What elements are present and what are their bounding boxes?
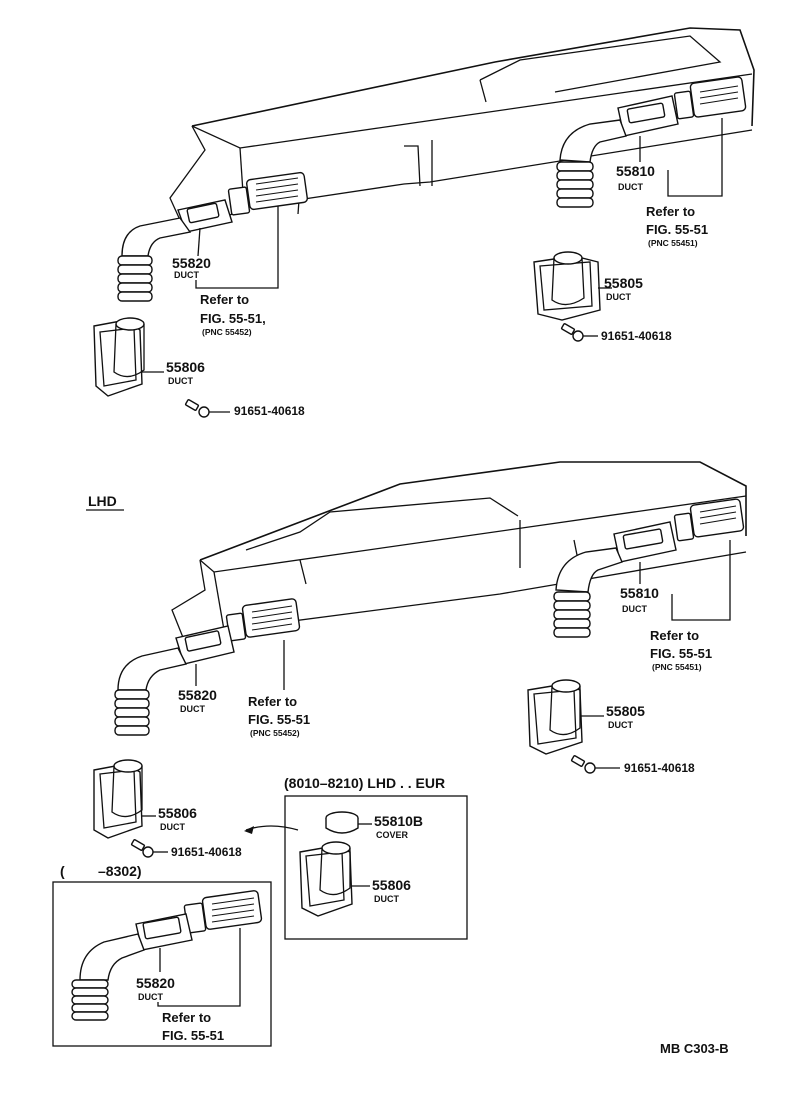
lhd-label: LHD xyxy=(88,493,117,509)
lhd-right-lower-duct-55805 xyxy=(527,679,583,755)
lhd-right-ref-line2: FIG. 55-51 xyxy=(650,646,712,661)
lhd-right-bolt-icon xyxy=(570,755,596,774)
top-right-lower-duct-number: 55805 xyxy=(604,275,643,291)
lhd-left-bolt-number: 91651-40618 xyxy=(171,845,242,859)
top-right-duct-55810 xyxy=(556,95,679,208)
early-box-title-range: –8302) xyxy=(98,863,142,879)
top-right-bolt-icon xyxy=(560,323,584,342)
top-left-bolt-icon xyxy=(184,399,210,418)
diagram-code: MB C303-B xyxy=(660,1041,729,1056)
top-left-lower-duct-55806 xyxy=(93,317,145,397)
early-vent xyxy=(183,890,263,934)
eur-cover-number: 55810B xyxy=(374,813,423,829)
top-left-duct-55820 xyxy=(117,199,233,302)
top-left-ref-pnc: (PNC 55452) xyxy=(202,327,252,337)
lhd-right-duct-name: DUCT xyxy=(622,604,647,614)
lhd-left-vent xyxy=(225,598,301,642)
top-right-ref-line1: Refer to xyxy=(646,204,695,219)
bracket-top-left xyxy=(195,206,279,289)
top-left-duct-number: 55820 xyxy=(172,255,211,271)
lhd-right-ref-line1: Refer to xyxy=(650,628,699,643)
top-right-duct-number: 55810 xyxy=(616,163,655,179)
early-duct-55820 xyxy=(71,913,193,1021)
top-left-ref-line1: Refer to xyxy=(200,292,249,307)
lhd-left-lower-duct-55806 xyxy=(93,759,143,839)
top-left-bolt-number: 91651-40618 xyxy=(234,404,305,418)
lhd-left-ref-line1: Refer to xyxy=(248,694,297,709)
eur-arrow-head-icon xyxy=(244,826,254,834)
eur-cover-55810b xyxy=(325,811,359,834)
top-right-vent xyxy=(673,76,747,120)
eur-duct-55806 xyxy=(299,841,353,917)
top-left-vent xyxy=(227,171,308,216)
lhd-right-bolt-number: 91651-40618 xyxy=(624,761,695,775)
bracket-lhd-right xyxy=(671,540,731,621)
lhd-dashboard xyxy=(171,461,747,641)
early-ref-line1: Refer to xyxy=(162,1010,211,1025)
early-ref-line2: FIG. 55-51 xyxy=(162,1028,224,1043)
lhd-left-ref-pnc: (PNC 55452) xyxy=(250,728,300,738)
top-right-ref-line2: FIG. 55-51 xyxy=(646,222,708,237)
top-right-duct-name: DUCT xyxy=(618,182,643,192)
lhd-right-lower-duct-number: 55805 xyxy=(606,703,645,719)
lhd-left-ref-line2: FIG. 55-51 xyxy=(248,712,310,727)
eur-box xyxy=(284,795,468,940)
bracket-early xyxy=(157,928,241,1007)
top-left-ref-line2: FIG. 55-51, xyxy=(200,311,266,326)
early-box-title-open: ( xyxy=(60,863,65,879)
top-left-lower-duct-number: 55806 xyxy=(166,359,205,375)
lhd-left-bolt-icon xyxy=(130,839,154,858)
early-duct-name: DUCT xyxy=(138,992,163,1002)
top-left-duct-name: DUCT xyxy=(174,270,199,280)
top-right-lower-duct-55805 xyxy=(533,251,601,321)
early-duct-number: 55820 xyxy=(136,975,175,991)
lhd-right-duct-55810 xyxy=(553,521,677,638)
eur-duct-name: DUCT xyxy=(374,894,399,904)
early-box xyxy=(52,881,272,1047)
top-right-ref-pnc: (PNC 55451) xyxy=(648,238,698,248)
lhd-left-duct-name: DUCT xyxy=(180,704,205,714)
lhd-right-duct-number: 55810 xyxy=(620,585,659,601)
lhd-left-lower-duct-number: 55806 xyxy=(158,805,197,821)
lhd-left-duct-55820 xyxy=(114,625,235,736)
lhd-left-lower-duct-name: DUCT xyxy=(160,822,185,832)
top-right-bolt-number: 91651-40618 xyxy=(601,329,672,343)
top-left-lower-duct-name: DUCT xyxy=(168,376,193,386)
leader-top-55820 xyxy=(197,227,201,257)
eur-duct-number: 55806 xyxy=(372,877,411,893)
bracket-top-right xyxy=(667,118,723,197)
eur-box-title: (8010–8210) LHD . . EUR xyxy=(284,775,445,791)
eur-cover-name: COVER xyxy=(376,830,409,840)
lhd-right-vent xyxy=(673,498,745,542)
lhd-right-ref-pnc: (PNC 55451) xyxy=(652,662,702,672)
lhd-right-lower-duct-name: DUCT xyxy=(608,720,633,730)
lhd-left-duct-number: 55820 xyxy=(178,687,217,703)
top-right-lower-duct-name: DUCT xyxy=(606,292,631,302)
